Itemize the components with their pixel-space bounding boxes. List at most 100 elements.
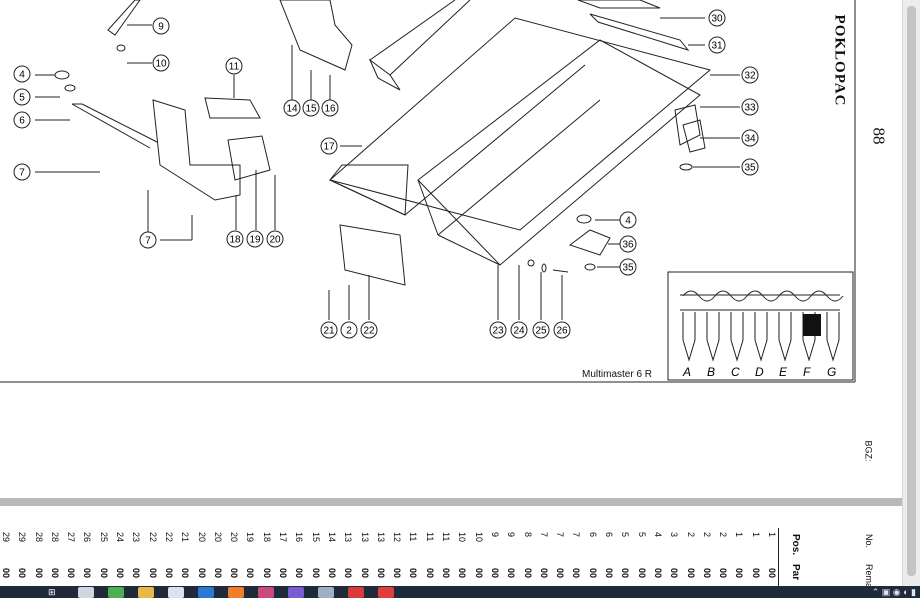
row-position: 28 xyxy=(49,532,60,543)
row-position: 10 xyxy=(473,532,484,543)
network-icon[interactable] xyxy=(318,587,334,598)
row-part-number: 00 xyxy=(359,568,370,579)
row-position: 3 xyxy=(669,532,680,538)
row-part-number: 00 xyxy=(212,568,223,579)
callout-33: 33 xyxy=(741,98,759,116)
callout-label: 6 xyxy=(19,116,25,127)
row-position: 20 xyxy=(196,532,207,543)
part-header: Par xyxy=(790,564,801,581)
page-separator xyxy=(0,498,902,506)
callout-7: 7 xyxy=(139,231,157,249)
row-position: 13 xyxy=(375,532,386,543)
row-position: 1 xyxy=(767,532,777,538)
row-position: 24 xyxy=(115,532,125,543)
callout-6: 6 xyxy=(13,111,31,129)
callout-18: 18 xyxy=(226,230,244,248)
row-part-number: 00 xyxy=(326,568,337,579)
row-position: 4 xyxy=(652,532,663,538)
callout-label: 11 xyxy=(229,62,240,73)
printer-icon[interactable] xyxy=(168,587,184,598)
row-part-number: 00 xyxy=(229,568,240,579)
viber-icon[interactable] xyxy=(288,587,304,598)
row-part-number: 00 xyxy=(131,568,142,579)
row-position: 23 xyxy=(131,532,142,543)
callout-label: 4 xyxy=(625,216,631,227)
chrome-icon[interactable] xyxy=(108,587,124,598)
callout-label: 33 xyxy=(744,103,756,114)
callout-4: 4 xyxy=(619,211,637,229)
row-position: 1 xyxy=(734,532,745,538)
row-position: 10 xyxy=(457,532,468,543)
row-part-number: 00 xyxy=(392,568,403,579)
row-position: 7 xyxy=(538,532,549,538)
app-red-icon[interactable] xyxy=(348,587,364,598)
row-position: 27 xyxy=(66,532,77,543)
callout-26: 26 xyxy=(553,321,571,339)
row-part-number: 00 xyxy=(278,568,288,579)
inset-letter-D: D xyxy=(755,365,764,379)
paint-icon[interactable] xyxy=(258,587,274,598)
callout-17: 17 xyxy=(320,137,338,155)
callout-21: 21 xyxy=(320,321,338,339)
row-part-number: 00 xyxy=(489,568,500,579)
callout-31: 31 xyxy=(708,36,726,54)
callout-35: 35 xyxy=(619,258,637,276)
row-position: 1 xyxy=(750,532,761,538)
row-part-number: 00 xyxy=(750,568,761,579)
callout-20: 20 xyxy=(266,230,284,248)
mail-icon[interactable] xyxy=(198,587,214,598)
callout-label: 7 xyxy=(19,168,25,179)
row-part-number: 00 xyxy=(66,568,77,579)
callout-23: 23 xyxy=(489,321,507,339)
callout-label: 15 xyxy=(305,104,317,115)
row-position: 20 xyxy=(229,532,240,543)
inset-letter-C: C xyxy=(731,365,740,379)
callout-label: 4 xyxy=(19,70,25,81)
row-position: 11 xyxy=(408,532,419,542)
vertical-scrollbar[interactable] xyxy=(902,0,920,586)
callout-label: 30 xyxy=(711,14,723,25)
row-part-number: 00 xyxy=(473,568,484,579)
callout-label: 21 xyxy=(323,326,335,337)
row-part-number: 00 xyxy=(522,568,533,579)
row-part-number: 00 xyxy=(408,568,419,579)
row-part-number: 00 xyxy=(82,568,93,579)
row-part-number: 00 xyxy=(261,568,272,579)
no-header: No. xyxy=(864,534,874,549)
callout-label: 24 xyxy=(513,326,525,337)
row-position: 5 xyxy=(620,532,631,538)
model-label: Multimaster 6 R xyxy=(582,369,653,380)
row-part-number: 00 xyxy=(441,568,451,579)
callout-label: 2 xyxy=(346,326,352,337)
callout-label: 10 xyxy=(155,59,167,70)
acrobat-icon[interactable] xyxy=(378,587,394,598)
row-position: 22 xyxy=(163,532,174,543)
scrollbar-thumb[interactable] xyxy=(907,6,916,576)
callout-label: 25 xyxy=(535,326,547,337)
callout-32: 32 xyxy=(741,66,759,84)
system-tray[interactable]: ⌃ ▣ ◉ ◐ ▮ xyxy=(871,587,916,597)
callout-30: 30 xyxy=(708,9,726,27)
row-position: 17 xyxy=(278,532,288,543)
row-part-number: 00 xyxy=(506,568,517,579)
row-position: 21 xyxy=(180,532,191,543)
row-part-number: 00 xyxy=(685,568,696,579)
callout-9: 9 xyxy=(152,17,170,35)
row-part-number: 00 xyxy=(604,568,614,579)
callout-label: 26 xyxy=(556,326,568,337)
row-position: 18 xyxy=(261,532,272,543)
firefox-icon[interactable] xyxy=(228,587,244,598)
file-explorer-icon[interactable] xyxy=(138,587,154,598)
row-part-number: 00 xyxy=(343,568,354,579)
row-part-number: 00 xyxy=(310,568,321,579)
callout-label: 23 xyxy=(492,326,504,337)
row-part-number: 00 xyxy=(636,568,647,579)
start-icon[interactable]: ⊞ xyxy=(48,587,56,597)
inset-letter-E: E xyxy=(779,365,788,379)
row-position: 29 xyxy=(0,532,11,543)
row-position: 29 xyxy=(17,532,28,543)
callout-25: 25 xyxy=(532,321,550,339)
task-view-icon[interactable] xyxy=(78,587,94,598)
row-position: 9 xyxy=(506,532,517,538)
